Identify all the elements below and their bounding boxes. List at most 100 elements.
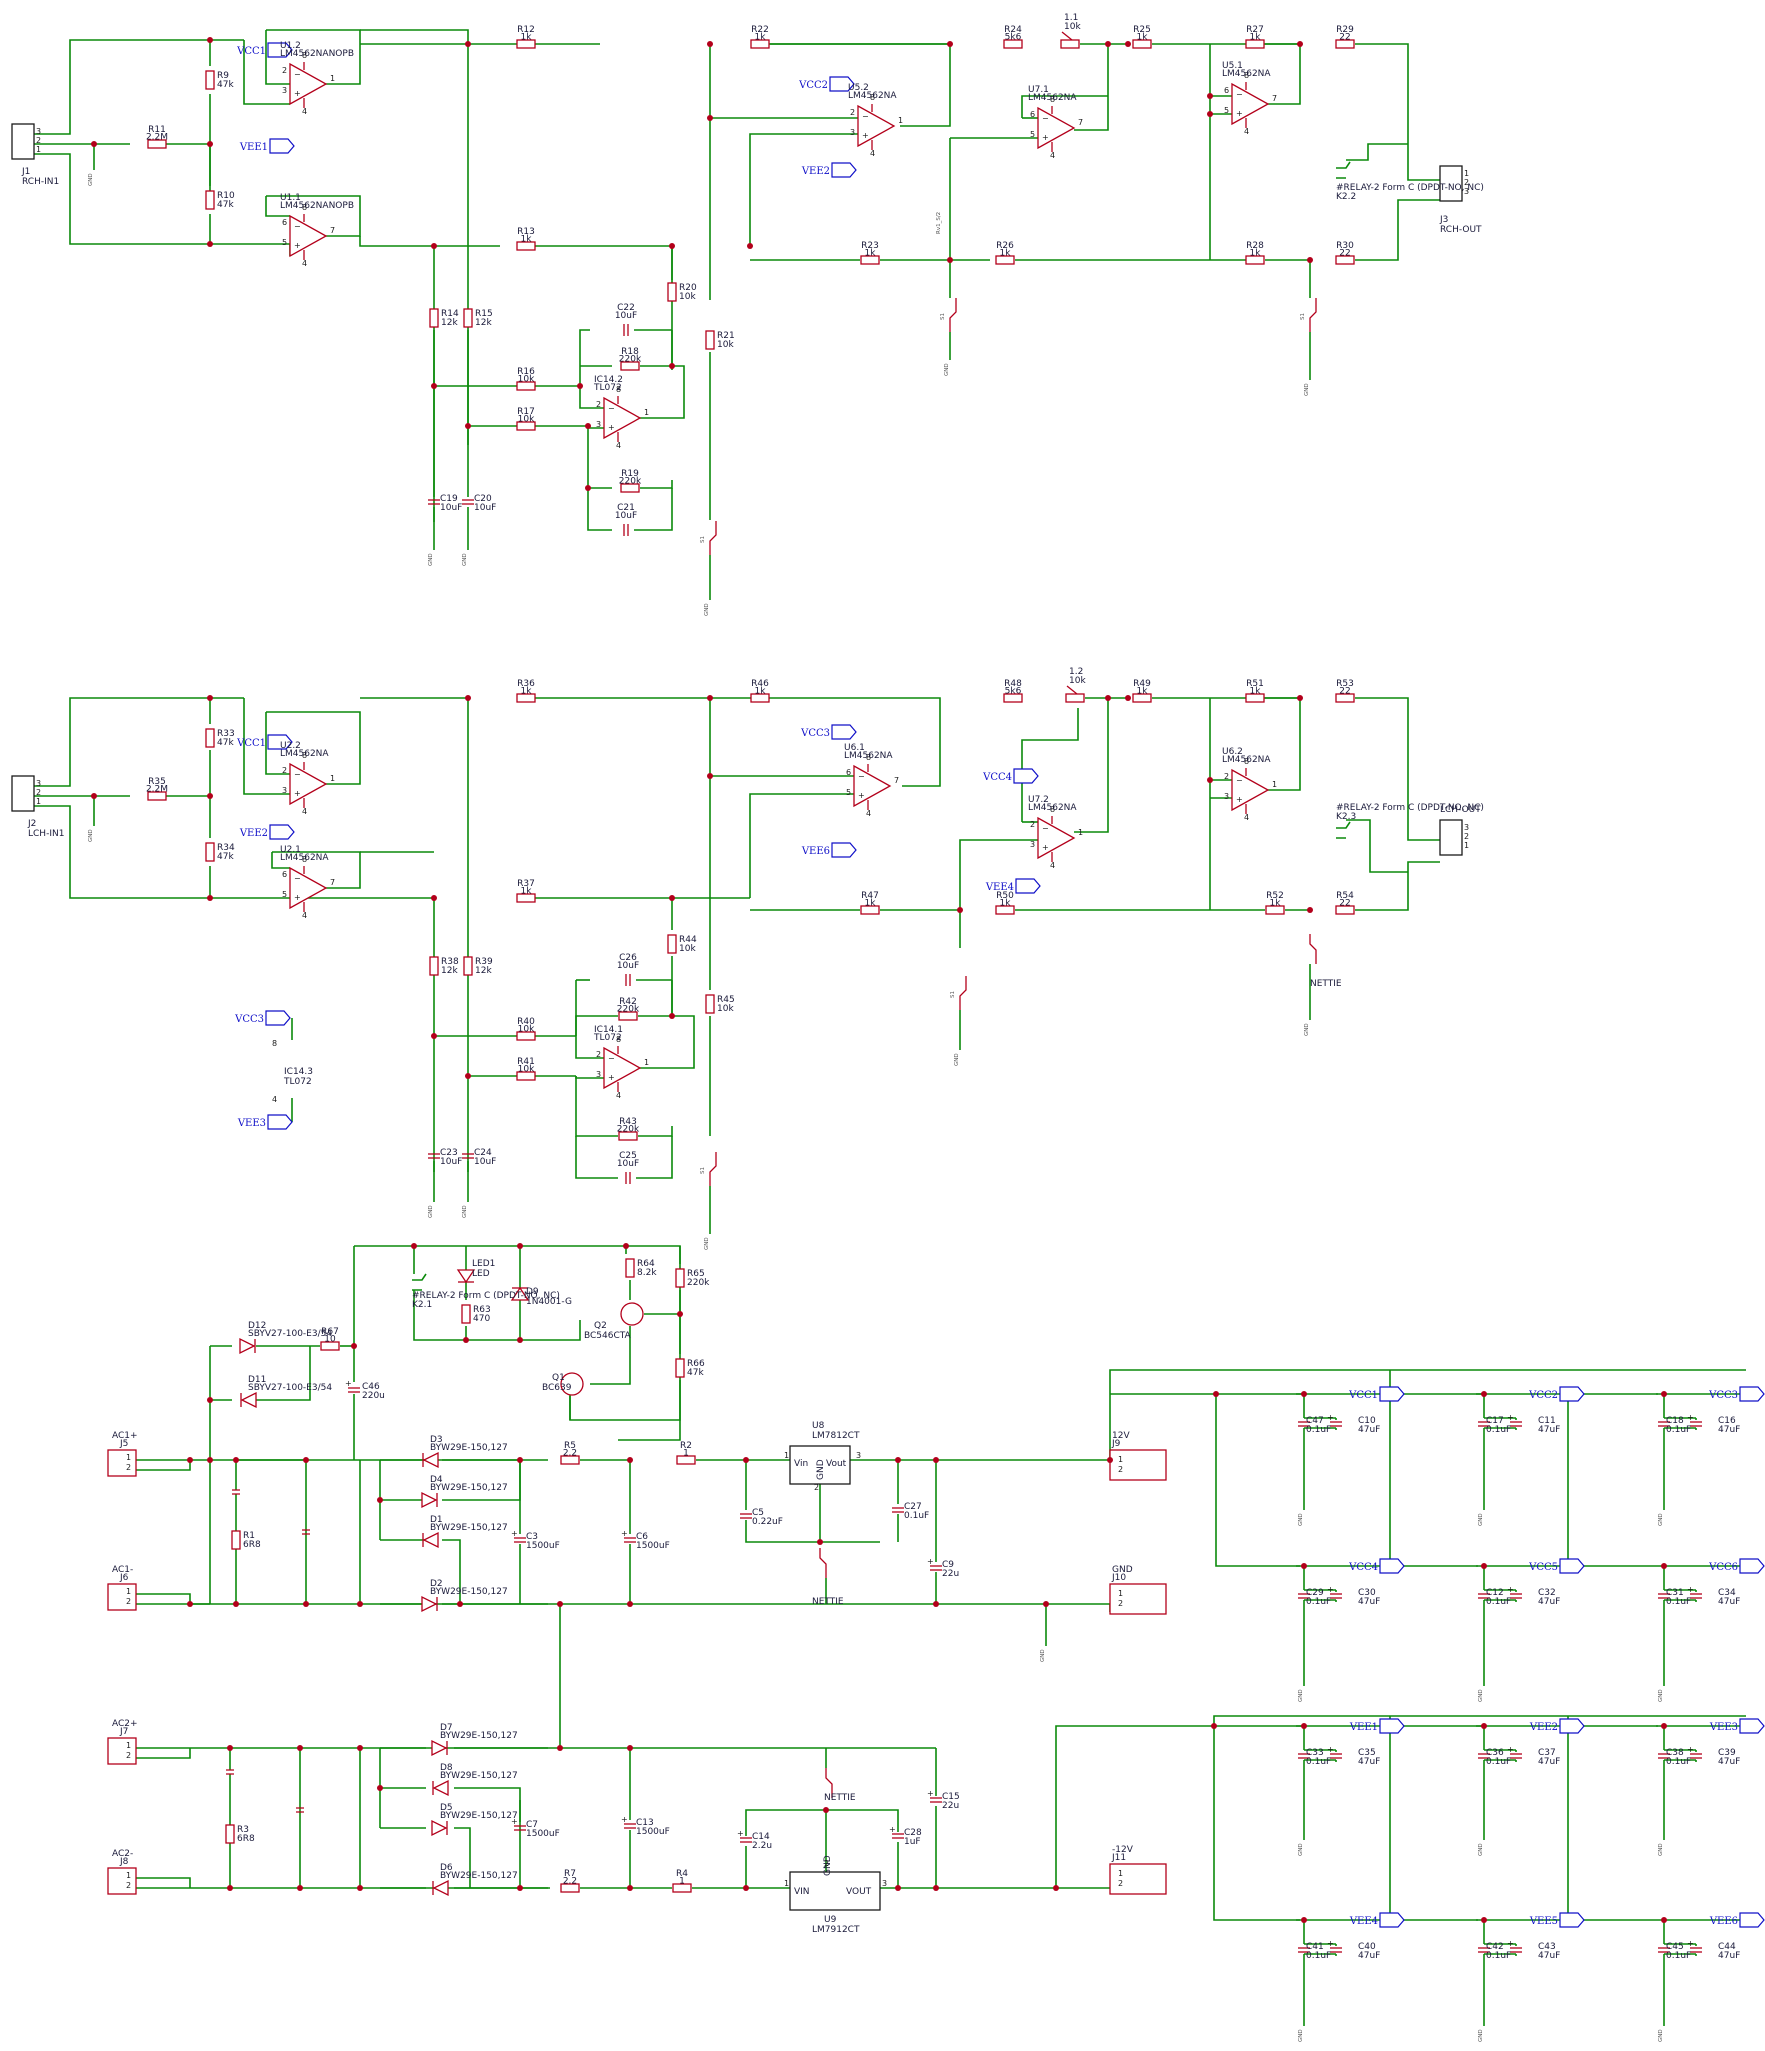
diode-d6: [432, 1879, 449, 1897]
pin-number: 5: [282, 890, 287, 899]
resistor-r41: [516, 1071, 536, 1081]
connector-name: GND: [1112, 1565, 1133, 1575]
wire: [34, 39, 244, 135]
resistor-value: 2.2M: [146, 785, 168, 795]
diode-part: BYW29E-150,127: [440, 1771, 518, 1781]
resistor-ref: R25: [1133, 25, 1151, 35]
junction-dot: [747, 243, 753, 249]
pin-number: 8: [302, 51, 307, 60]
non-inverting-input-mark: +: [1042, 133, 1049, 142]
resistor-r24: [1003, 39, 1023, 49]
junction-dot: [669, 363, 675, 369]
inverting-input-mark: −: [608, 1054, 615, 1063]
junction-dot: [1207, 93, 1213, 99]
pin-number: 2: [1464, 832, 1469, 841]
vcc6-port: [1739, 1558, 1765, 1574]
resistor-value: 1k: [1250, 687, 1262, 697]
capacitor-value: 0.1uF: [1306, 1951, 1331, 1961]
capacitor-ref: C26: [619, 953, 637, 963]
pin-number: 1: [1272, 780, 1277, 789]
resistor-ref: R19: [621, 469, 639, 479]
ground-label: GND: [1040, 1649, 1046, 1662]
connector-name: RCH-OUT: [1440, 225, 1482, 235]
pin-number: 3: [1464, 187, 1469, 196]
vee6-port: [1739, 1912, 1765, 1928]
resistor-value: 1k: [1137, 33, 1149, 43]
junction-dot: [707, 773, 713, 779]
diode-d5: [431, 1819, 448, 1837]
vcc4-port: [1379, 1558, 1405, 1574]
pin-number: 4: [302, 107, 307, 116]
pin-number: 4: [272, 1095, 277, 1104]
jumper-label: S1: [950, 991, 956, 998]
resistor-r33: [205, 728, 215, 748]
connector-j3: [1439, 165, 1463, 202]
resistor-ref: R45: [717, 995, 735, 1005]
wire: [454, 1787, 521, 1888]
pin-number: 2: [1118, 1879, 1123, 1888]
opamp: [289, 214, 328, 258]
resistor-ref: R52: [1266, 891, 1284, 901]
junction-dot: [947, 41, 953, 47]
resistor-ref: R42: [619, 997, 637, 1007]
led-led1: [456, 1269, 476, 1284]
pin-number: 1: [898, 116, 903, 125]
relay-ref: K2.1: [412, 1300, 432, 1310]
capacitor-ref: C13: [636, 1818, 654, 1828]
pin-number: 2: [814, 1483, 819, 1492]
resistor-value: 12k: [441, 318, 458, 328]
opamp: [1231, 82, 1270, 126]
inverting-input-mark: −: [1042, 824, 1049, 833]
resistor-value: 22: [1339, 899, 1350, 909]
capacitor-ref: C7: [526, 1820, 538, 1830]
diode-ref: D11: [248, 1375, 266, 1385]
ground-label: GND: [1478, 1689, 1484, 1702]
wire: [256, 1346, 311, 1401]
pin-number: 2: [126, 1881, 131, 1890]
junction-dot: [431, 383, 437, 389]
resistor-ref: R11: [148, 125, 166, 135]
wire: [1109, 1369, 1746, 1394]
capacitor-value: 0.1uF: [1486, 1425, 1511, 1435]
connector-ref: J5: [119, 1439, 128, 1449]
polarity-mark: +: [1327, 1413, 1334, 1422]
resistor-r13: [516, 241, 536, 251]
wire: [243, 698, 290, 795]
resistor-r29: [1335, 39, 1355, 49]
ground-label: GND: [428, 553, 434, 566]
resistor-value: 6R8: [237, 1834, 255, 1844]
capacitor-ref: C17: [1486, 1416, 1504, 1426]
resistor-r50: [995, 905, 1015, 915]
resistor-ref: R26: [996, 241, 1014, 251]
pin-number: 3: [36, 779, 41, 788]
junction-dot: [207, 895, 213, 901]
junction-dot: [457, 1601, 463, 1607]
pin-number: 4: [1244, 813, 1249, 822]
pin-number: 1: [330, 74, 335, 83]
pin-number: 3: [596, 420, 601, 429]
diode-part: 1N4001-G: [526, 1297, 572, 1307]
wire: [770, 43, 951, 127]
resistor-value: 1k: [1137, 687, 1149, 697]
capacitor-ref: C23: [440, 1148, 458, 1158]
opamp-part: LM4562NA: [1222, 755, 1271, 765]
opamp: [603, 1046, 642, 1090]
vcc3-port: [831, 724, 857, 740]
capacitor-ref: C15: [942, 1792, 960, 1802]
resistor-value: 6R8: [243, 1540, 261, 1550]
junction-dot: [1043, 1601, 1049, 1607]
resistor-value: 10k: [518, 1025, 535, 1035]
pot-value: 10k: [1069, 676, 1086, 686]
junction-dot: [207, 1397, 213, 1403]
wire: [136, 1748, 191, 1759]
capacitor-ref: C42: [1486, 1942, 1504, 1952]
junction-dot: [707, 41, 713, 47]
resistor-value: 1k: [1250, 249, 1262, 259]
pin-number: 4: [866, 809, 871, 818]
non-inverting-input-mark: +: [294, 789, 301, 798]
ground-label: GND: [1478, 1843, 1484, 1856]
nettie-symbol: [1309, 934, 1317, 964]
opamp-part: TL072: [593, 383, 622, 393]
vee6-port: [831, 842, 857, 858]
transistor-ref: Q2: [594, 1321, 607, 1331]
